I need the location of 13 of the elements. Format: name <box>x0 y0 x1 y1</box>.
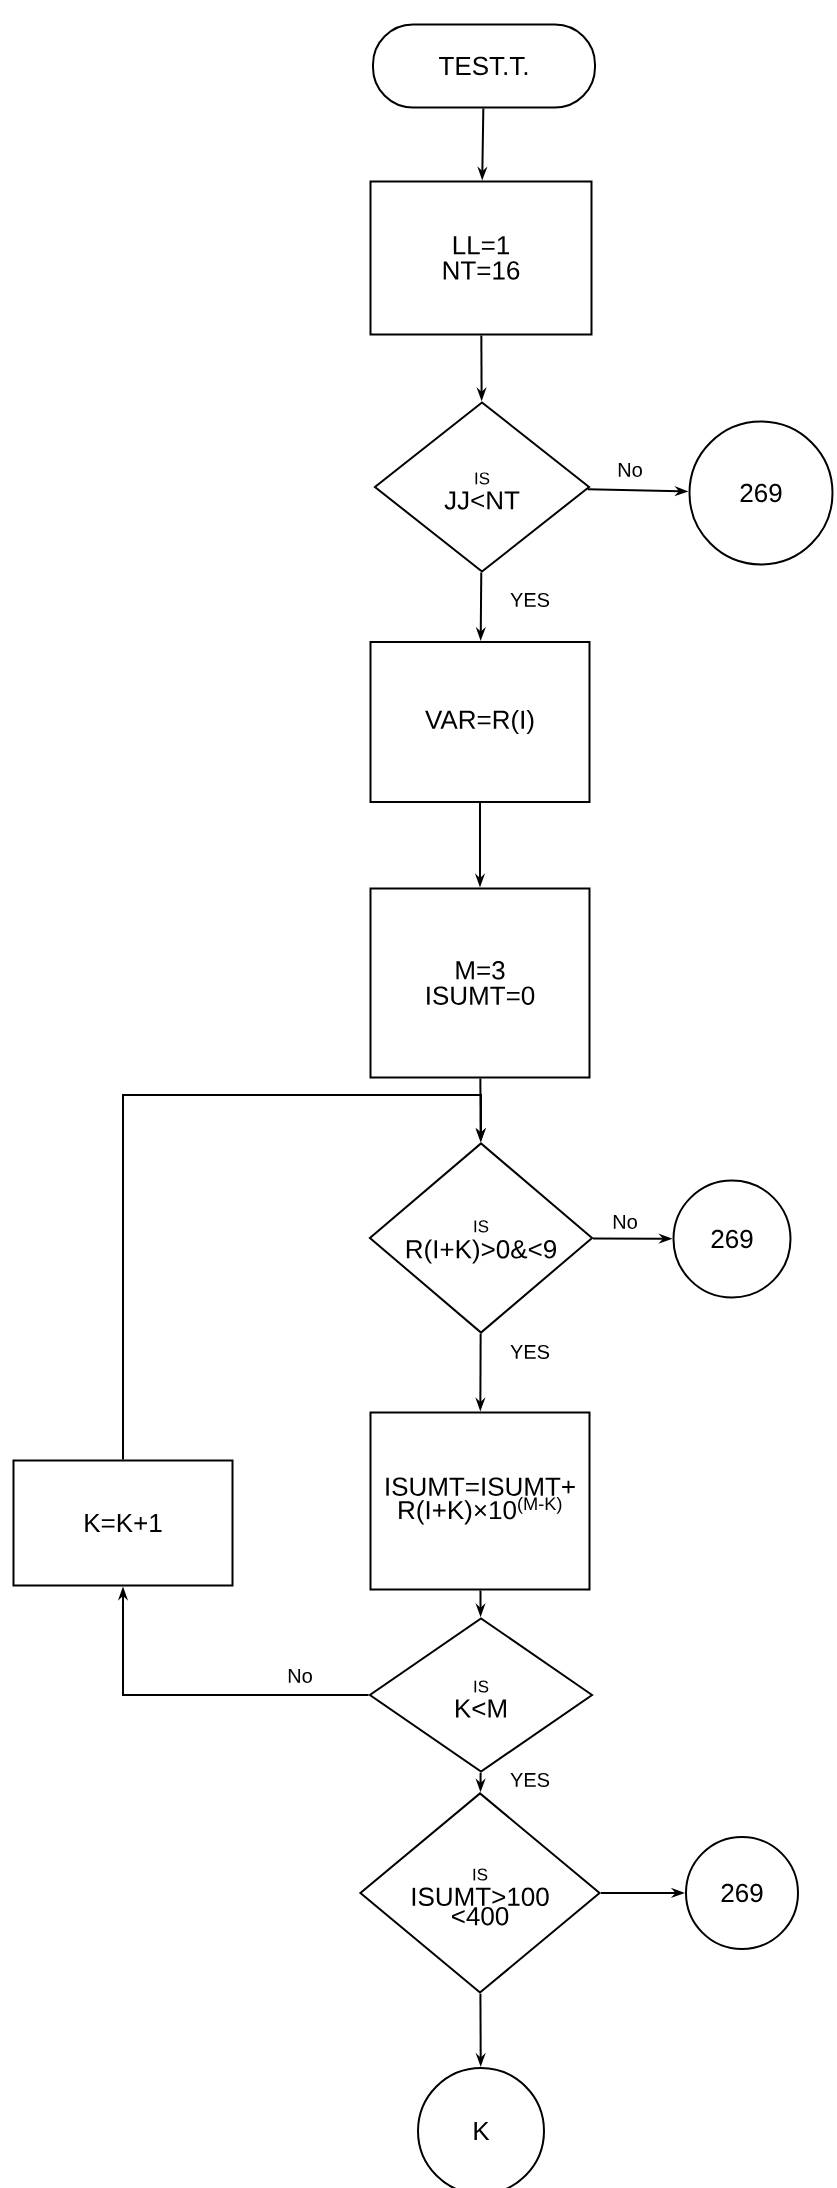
edge-label: No <box>610 1213 640 1231</box>
process-box: VAR=R(I) <box>369 641 591 803</box>
edge-label: YES <box>508 590 552 610</box>
edge-label: YES <box>508 1342 552 1362</box>
process-box: M=3 ISUMT=0 <box>369 887 591 1079</box>
process-box: LL=1 NT=16 <box>369 180 593 336</box>
edge-label: No <box>285 1667 315 1685</box>
process-box: ISUMT=ISUMT+ R(I+K)×10$^{(M-K)}$ <box>369 1411 591 1591</box>
edge-label: No <box>615 461 645 479</box>
arrow <box>122 1094 487 1461</box>
edge-label: YES <box>508 1770 552 1790</box>
process-box: K=K+1 <box>12 1459 234 1587</box>
terminal-box: TEST.T. <box>372 23 596 109</box>
